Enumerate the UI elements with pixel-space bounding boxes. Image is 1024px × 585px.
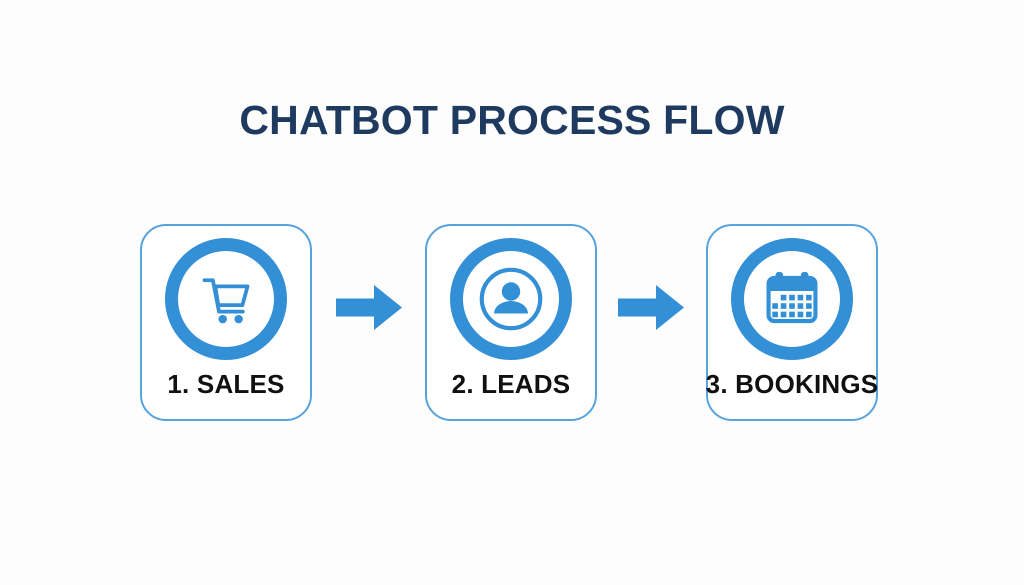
step-leads-label: 2. LEADS [451,369,571,399]
step-sales-icon-ring [165,238,287,360]
step-leads-icon-ring [450,238,572,360]
step-bookings: 3. BOOKINGS [706,224,878,421]
shopping-cart-icon [202,278,250,324]
diagram-title: CHATBOT PROCESS FLOW [239,97,785,143]
step-sales: 1. SALES [140,224,312,421]
calendar-icon [766,271,818,324]
arrow-right-icon [618,285,684,330]
step-leads: 2. LEADS [425,224,597,421]
step-bookings-label: 3. BOOKINGS [705,369,879,399]
step-sales-label: 1. SALES [167,369,285,399]
arrow-right-icon [336,285,402,330]
person-icon [479,267,543,331]
step-bookings-icon-ring [731,238,853,360]
